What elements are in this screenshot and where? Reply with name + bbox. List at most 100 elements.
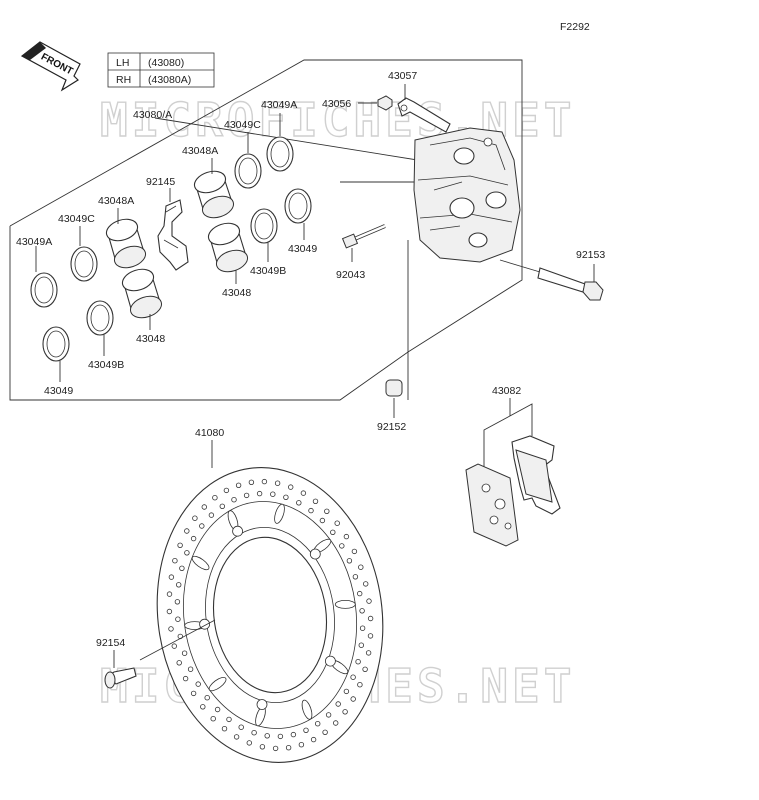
disc-hole [204, 695, 210, 701]
disc-hole [365, 650, 372, 656]
brake-disc [156, 467, 384, 763]
label-43056: 43056 [322, 98, 351, 110]
bleed-valve [397, 97, 451, 133]
disc-hole [166, 591, 173, 597]
caliper-body [413, 127, 521, 263]
disc-hole [363, 581, 369, 587]
disc-slot [208, 676, 227, 692]
table-part-lh: (43080) [148, 57, 184, 69]
disc-hole [359, 625, 366, 631]
piston-43048a-left [105, 218, 147, 269]
mounting-bolt [499, 259, 604, 301]
table-side-rh: RH [116, 74, 131, 86]
label-43049-mid: 43049 [288, 243, 317, 255]
disc-hole [177, 542, 183, 548]
disc-hole [238, 724, 244, 730]
label-43049c-left: 43049C [58, 213, 95, 225]
label-43049c-top: 43049C [224, 119, 261, 131]
disc-hole [342, 709, 348, 715]
disc-hole [223, 487, 230, 494]
disc-hole [312, 498, 319, 504]
disc-hole [166, 608, 173, 615]
figure-code: F2292 [560, 21, 590, 33]
disc-hole [296, 500, 302, 506]
disc-hole [176, 660, 182, 666]
disc-hole [175, 616, 181, 622]
disc-hole [200, 704, 206, 710]
disc-hole [346, 558, 353, 564]
bolt-sleeve [385, 379, 403, 397]
disc-hole [243, 492, 250, 499]
disc-hole [212, 495, 218, 501]
disc-hole [290, 731, 297, 738]
assembly-outline [9, 59, 523, 401]
disc-hole [319, 517, 326, 524]
disc-hole [221, 726, 228, 732]
label-43049b-left: 43049B [88, 359, 124, 371]
disc-hole [201, 504, 207, 510]
piston-43048a-top [193, 170, 235, 219]
disc-hole [357, 590, 363, 597]
piston-43048-left [121, 268, 163, 319]
disc-hole [231, 497, 237, 503]
disc-slot [191, 555, 210, 571]
disc-hole [182, 675, 189, 682]
label-43049-left: 43049 [44, 385, 73, 397]
label-43082: 43082 [492, 385, 521, 397]
disc-hole [171, 643, 177, 649]
disc-hole [357, 682, 363, 688]
pad-spring [157, 199, 189, 271]
label-92153: 92153 [576, 249, 605, 261]
disc-bolt-hole [324, 655, 336, 667]
disc-hole [343, 533, 350, 540]
disc-hole [208, 512, 215, 518]
pad-pin-bolt [341, 224, 386, 249]
table-part-rh: (43080A) [148, 74, 191, 86]
label-43048a-top: 43048A [182, 145, 218, 157]
disc-hole [283, 494, 289, 500]
disc-hole [334, 520, 340, 526]
disc-hole [350, 674, 356, 680]
disc-hole [274, 480, 281, 486]
disc-hole [195, 681, 201, 687]
disc-hole [330, 529, 336, 535]
disc-hole [315, 721, 321, 727]
disc-hole [366, 598, 372, 604]
disc-hole [359, 608, 365, 614]
label-43048-left: 43048 [136, 333, 165, 345]
disc-hole [285, 745, 292, 751]
label-43057: 43057 [388, 70, 417, 82]
disc-hole [199, 523, 205, 529]
piston-43048-mid [207, 222, 249, 273]
disc-hole [181, 650, 188, 656]
disc-hole [168, 626, 174, 632]
disc-hole [184, 528, 190, 534]
disc-hole [256, 490, 263, 497]
label-43048-mid: 43048 [222, 287, 251, 299]
disc-hole [172, 558, 178, 564]
brake-pad [511, 435, 561, 515]
disc-hole [367, 615, 374, 622]
disc-hole [324, 508, 330, 514]
disc-hole [339, 543, 345, 549]
label-92152: 92152 [377, 421, 406, 433]
disc-hole [358, 642, 364, 648]
disc-hole [351, 548, 358, 555]
disc-slot [334, 600, 356, 609]
front-arrow-icon: FRONT [20, 41, 81, 92]
disc-hole [298, 742, 305, 748]
disc-hole [192, 515, 198, 521]
disc-hole [235, 482, 242, 488]
disc-hole [251, 730, 257, 736]
disc-hole [210, 716, 216, 722]
disc-hole [226, 716, 232, 723]
disc-hole [358, 564, 364, 570]
table-side-lh: LH [116, 57, 129, 69]
disc-hole [308, 507, 314, 514]
label-43048a-left: 43048A [98, 195, 134, 207]
disc-hole [187, 666, 194, 672]
disc-hole [261, 478, 268, 485]
disc-holes [166, 478, 374, 752]
disc-hole [352, 574, 359, 580]
disc-hole [184, 550, 190, 556]
